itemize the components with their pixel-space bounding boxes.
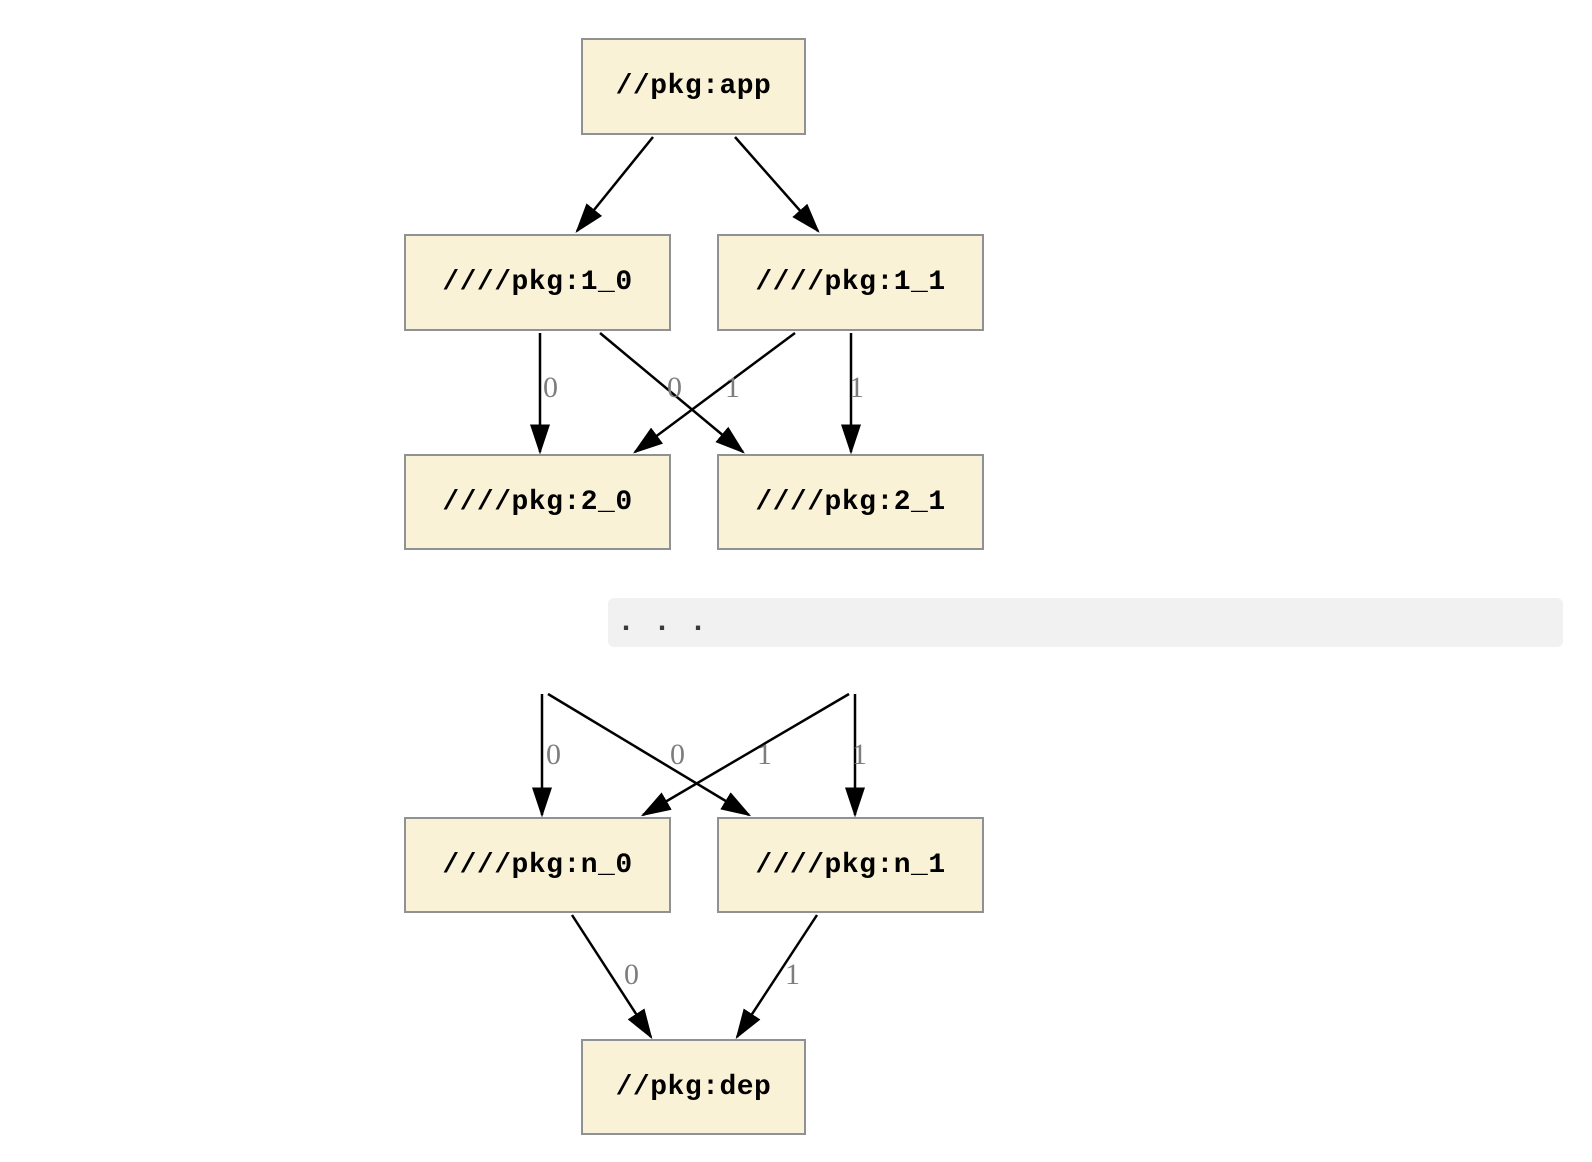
edge-n_0-to-dep — [570, 914, 653, 1040]
edge-label-n_1-dep: 1 — [785, 958, 800, 991]
edge-1_1-to-2_0 — [632, 331, 796, 454]
edge-label-1_1-2_0: 1 — [725, 371, 740, 404]
node-pkg-1_0: ////pkg:1_0 — [404, 234, 671, 331]
edge-n_1-to-dep — [735, 914, 819, 1040]
edge-label-n_1-cross: 0 — [670, 738, 685, 771]
edge-label-n_0-left: 0 — [546, 738, 561, 771]
node-pkg-2_0: ////pkg:2_0 — [404, 454, 671, 550]
edge-app-to-1_0 — [575, 136, 654, 233]
edge-label-1_1-2_1: 1 — [849, 371, 864, 404]
edge-label-n_1-right: 1 — [852, 738, 867, 771]
edge-app-to-1_1 — [734, 136, 820, 233]
edge-label-1_0-2_0: 0 — [543, 371, 558, 404]
edge-label-n_0-dep: 0 — [624, 958, 639, 991]
node-pkg-dep: //pkg:dep — [581, 1039, 806, 1135]
node-pkg-n_1: ////pkg:n_1 — [717, 817, 984, 913]
edge-1_0-to-2_1 — [599, 332, 745, 454]
node-pkg-app: //pkg:app — [581, 38, 806, 135]
edge-label-1_0-2_1: 0 — [667, 371, 682, 404]
node-pkg-1_1: ////pkg:1_1 — [717, 234, 984, 331]
edge-ellipsis-to-n_0-alt — [640, 692, 850, 817]
ellipsis-band: . . . — [608, 598, 1563, 647]
edge-label-n_0-cross: 1 — [757, 738, 772, 771]
node-pkg-n_0: ////pkg:n_0 — [404, 817, 671, 913]
node-pkg-2_1: ////pkg:2_1 — [717, 454, 984, 550]
edge-ellipsis-to-n_1 — [547, 692, 752, 817]
